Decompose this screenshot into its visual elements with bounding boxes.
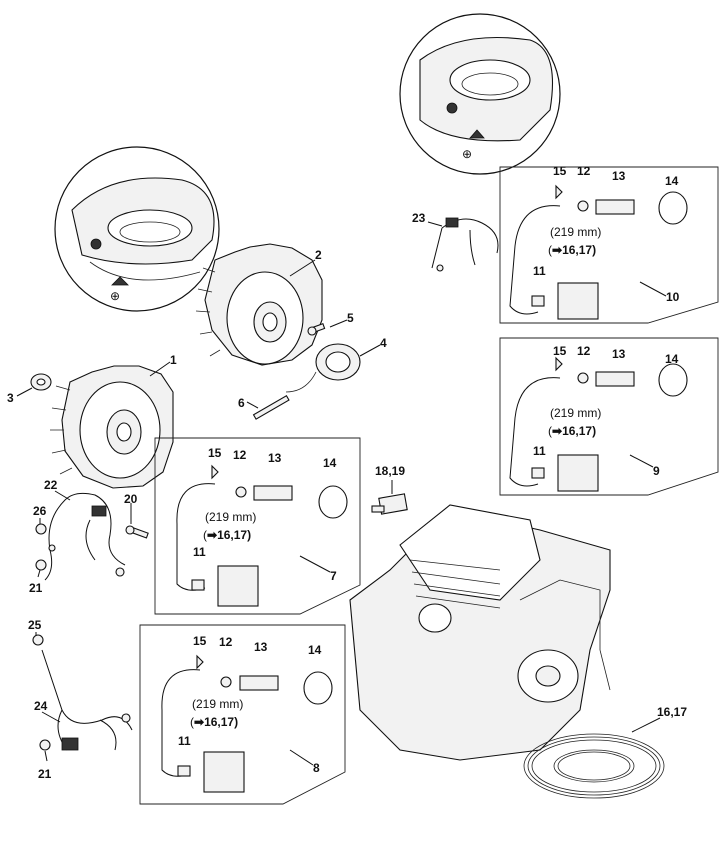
small-screws: [32, 523, 149, 751]
callout-7: 7: [330, 569, 337, 583]
kit-10-ref: (➡16,17): [548, 243, 596, 257]
kit-9-labels: 15 12 13 14 11 (219 mm) (➡16,17): [533, 344, 679, 458]
kit-8-label-14: 14: [308, 643, 322, 657]
kit-contents-9: [509, 356, 688, 492]
engine-block: [349, 504, 611, 761]
harness-23: [431, 217, 499, 272]
kit-box-9: [499, 337, 719, 496]
kit-7-label-15: 15: [208, 446, 222, 460]
kit-8-length: (219 mm): [192, 697, 243, 711]
kit-7-label-14: 14: [323, 456, 337, 470]
callout-3: 3: [7, 391, 14, 405]
flywheel-1: [50, 365, 174, 489]
kit-9-label-14: 14: [665, 352, 679, 366]
detail-circle-left: ⊕: [54, 146, 220, 312]
kit-7-ref: (➡16,17): [203, 528, 251, 542]
svg-text:⊕: ⊕: [110, 289, 120, 303]
kit-9-label-11: 11: [533, 444, 546, 458]
kit-box-7: [154, 437, 361, 615]
detail-circle-right: ⊕: [399, 13, 561, 175]
wire-roll-16-17: [523, 733, 665, 799]
kit-box-8: [139, 624, 346, 805]
callout-8: 8: [313, 761, 320, 775]
callout-26: 26: [33, 504, 47, 518]
kit-7-labels: 15 12 13 14 11 (219 mm) (➡16,17): [193, 446, 337, 559]
kit-10-length: (219 mm): [550, 225, 601, 239]
callout-5: 5: [347, 311, 354, 325]
callout-22: 22: [44, 478, 58, 492]
harness-24: [41, 649, 133, 751]
callout-18-19: 18,19: [375, 464, 405, 478]
spark-plug-18-19: [371, 493, 408, 515]
kit-10-label-11: 11: [533, 264, 546, 278]
callout-20: 20: [124, 492, 138, 506]
kit-9-label-13: 13: [612, 347, 626, 361]
callout-9: 9: [653, 464, 660, 478]
kit-10-label-13: 13: [612, 169, 626, 183]
kit-8-label-13: 13: [254, 640, 268, 654]
flywheel-2: [195, 243, 323, 366]
kit-7-length: (219 mm): [205, 510, 256, 524]
callout-2: 2: [315, 248, 322, 262]
ignition-ring-4: [285, 343, 361, 393]
callout-10: 10: [666, 290, 680, 304]
callout-23: 23: [412, 211, 426, 225]
pin-6: [252, 395, 290, 420]
kit-10-labels: 15 12 13 14 11 (219 mm) (➡16,17): [533, 164, 679, 278]
kit-8-label-15: 15: [193, 634, 207, 648]
callout-1: 1: [170, 353, 177, 367]
kit-8-labels: 15 12 13 14 11 (219 mm) (➡16,17): [178, 634, 322, 748]
kit-7-label-13: 13: [268, 451, 282, 465]
callout-16-17: 16,17: [657, 705, 687, 719]
callout-6: 6: [238, 396, 245, 410]
screw-5: [307, 323, 326, 336]
kit-7-label-12: 12: [233, 448, 247, 462]
kit-7-label-11: 11: [193, 545, 206, 559]
kit-10-label-14: 14: [665, 174, 679, 188]
callout-25: 25: [28, 618, 42, 632]
kit-9-label-15: 15: [553, 344, 567, 358]
kit-10-label-12: 12: [577, 164, 591, 178]
nut-3: [30, 373, 52, 391]
callout-21-b: 21: [38, 767, 52, 781]
kit-9-ref: (➡16,17): [548, 424, 596, 438]
leader-lines: [16, 221, 667, 766]
kit-contents-7: [176, 464, 348, 607]
harness-22: [44, 492, 126, 581]
kit-contents-10: [509, 184, 688, 320]
kit-9-length: (219 mm): [550, 406, 601, 420]
callout-21-a: 21: [29, 581, 43, 595]
kit-8-label-11: 11: [178, 734, 191, 748]
kit-9-label-12: 12: [577, 344, 591, 358]
kit-box-10: [499, 166, 719, 324]
svg-text:⊕: ⊕: [462, 147, 472, 161]
callout-24: 24: [34, 699, 48, 713]
callout-4: 4: [380, 336, 387, 350]
kit-8-ref: (➡16,17): [190, 715, 238, 729]
kit-contents-8: [161, 654, 333, 793]
kit-8-label-12: 12: [219, 635, 233, 649]
callout-labels: 1 2 3 4 5 6 7 8 9 10 18,19 20 22 23 24 2…: [7, 211, 687, 781]
kit-10-label-15: 15: [553, 164, 567, 178]
